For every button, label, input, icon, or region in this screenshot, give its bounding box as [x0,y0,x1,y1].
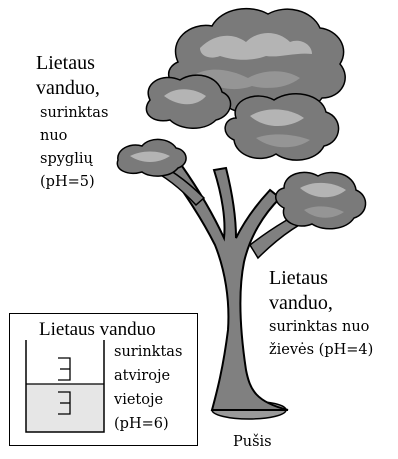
open-area-line3: vietoje [114,391,163,410]
open-area-line2: atviroje [114,367,170,386]
tree-name-caption: Pušis [233,433,272,452]
open-area-box: Lietaus vanduo surinktas atviroje vietoj… [9,313,198,446]
needles-label-line1: Lietaus [36,51,95,75]
open-area-line1: surinktas [114,343,182,362]
needles-label-line4: nuo [40,127,67,146]
bark-label-line2: vanduo, [269,291,333,315]
measuring-beaker [22,334,117,444]
bark-label-line4: žievės (pH=4) [269,341,373,360]
tree-foliage [117,9,365,229]
needles-label-line2: vanduo, [36,76,100,100]
needles-label-line5: spyglių [40,150,93,169]
beaker-water [26,384,104,432]
needles-label-line6: (pH=5) [40,173,95,192]
bark-label-line1: Lietaus [269,266,328,290]
needles-label-line3: surinktas [40,104,108,123]
bark-label-line3: surinktas nuo [269,318,369,337]
open-area-line4: (pH=6) [114,415,169,434]
